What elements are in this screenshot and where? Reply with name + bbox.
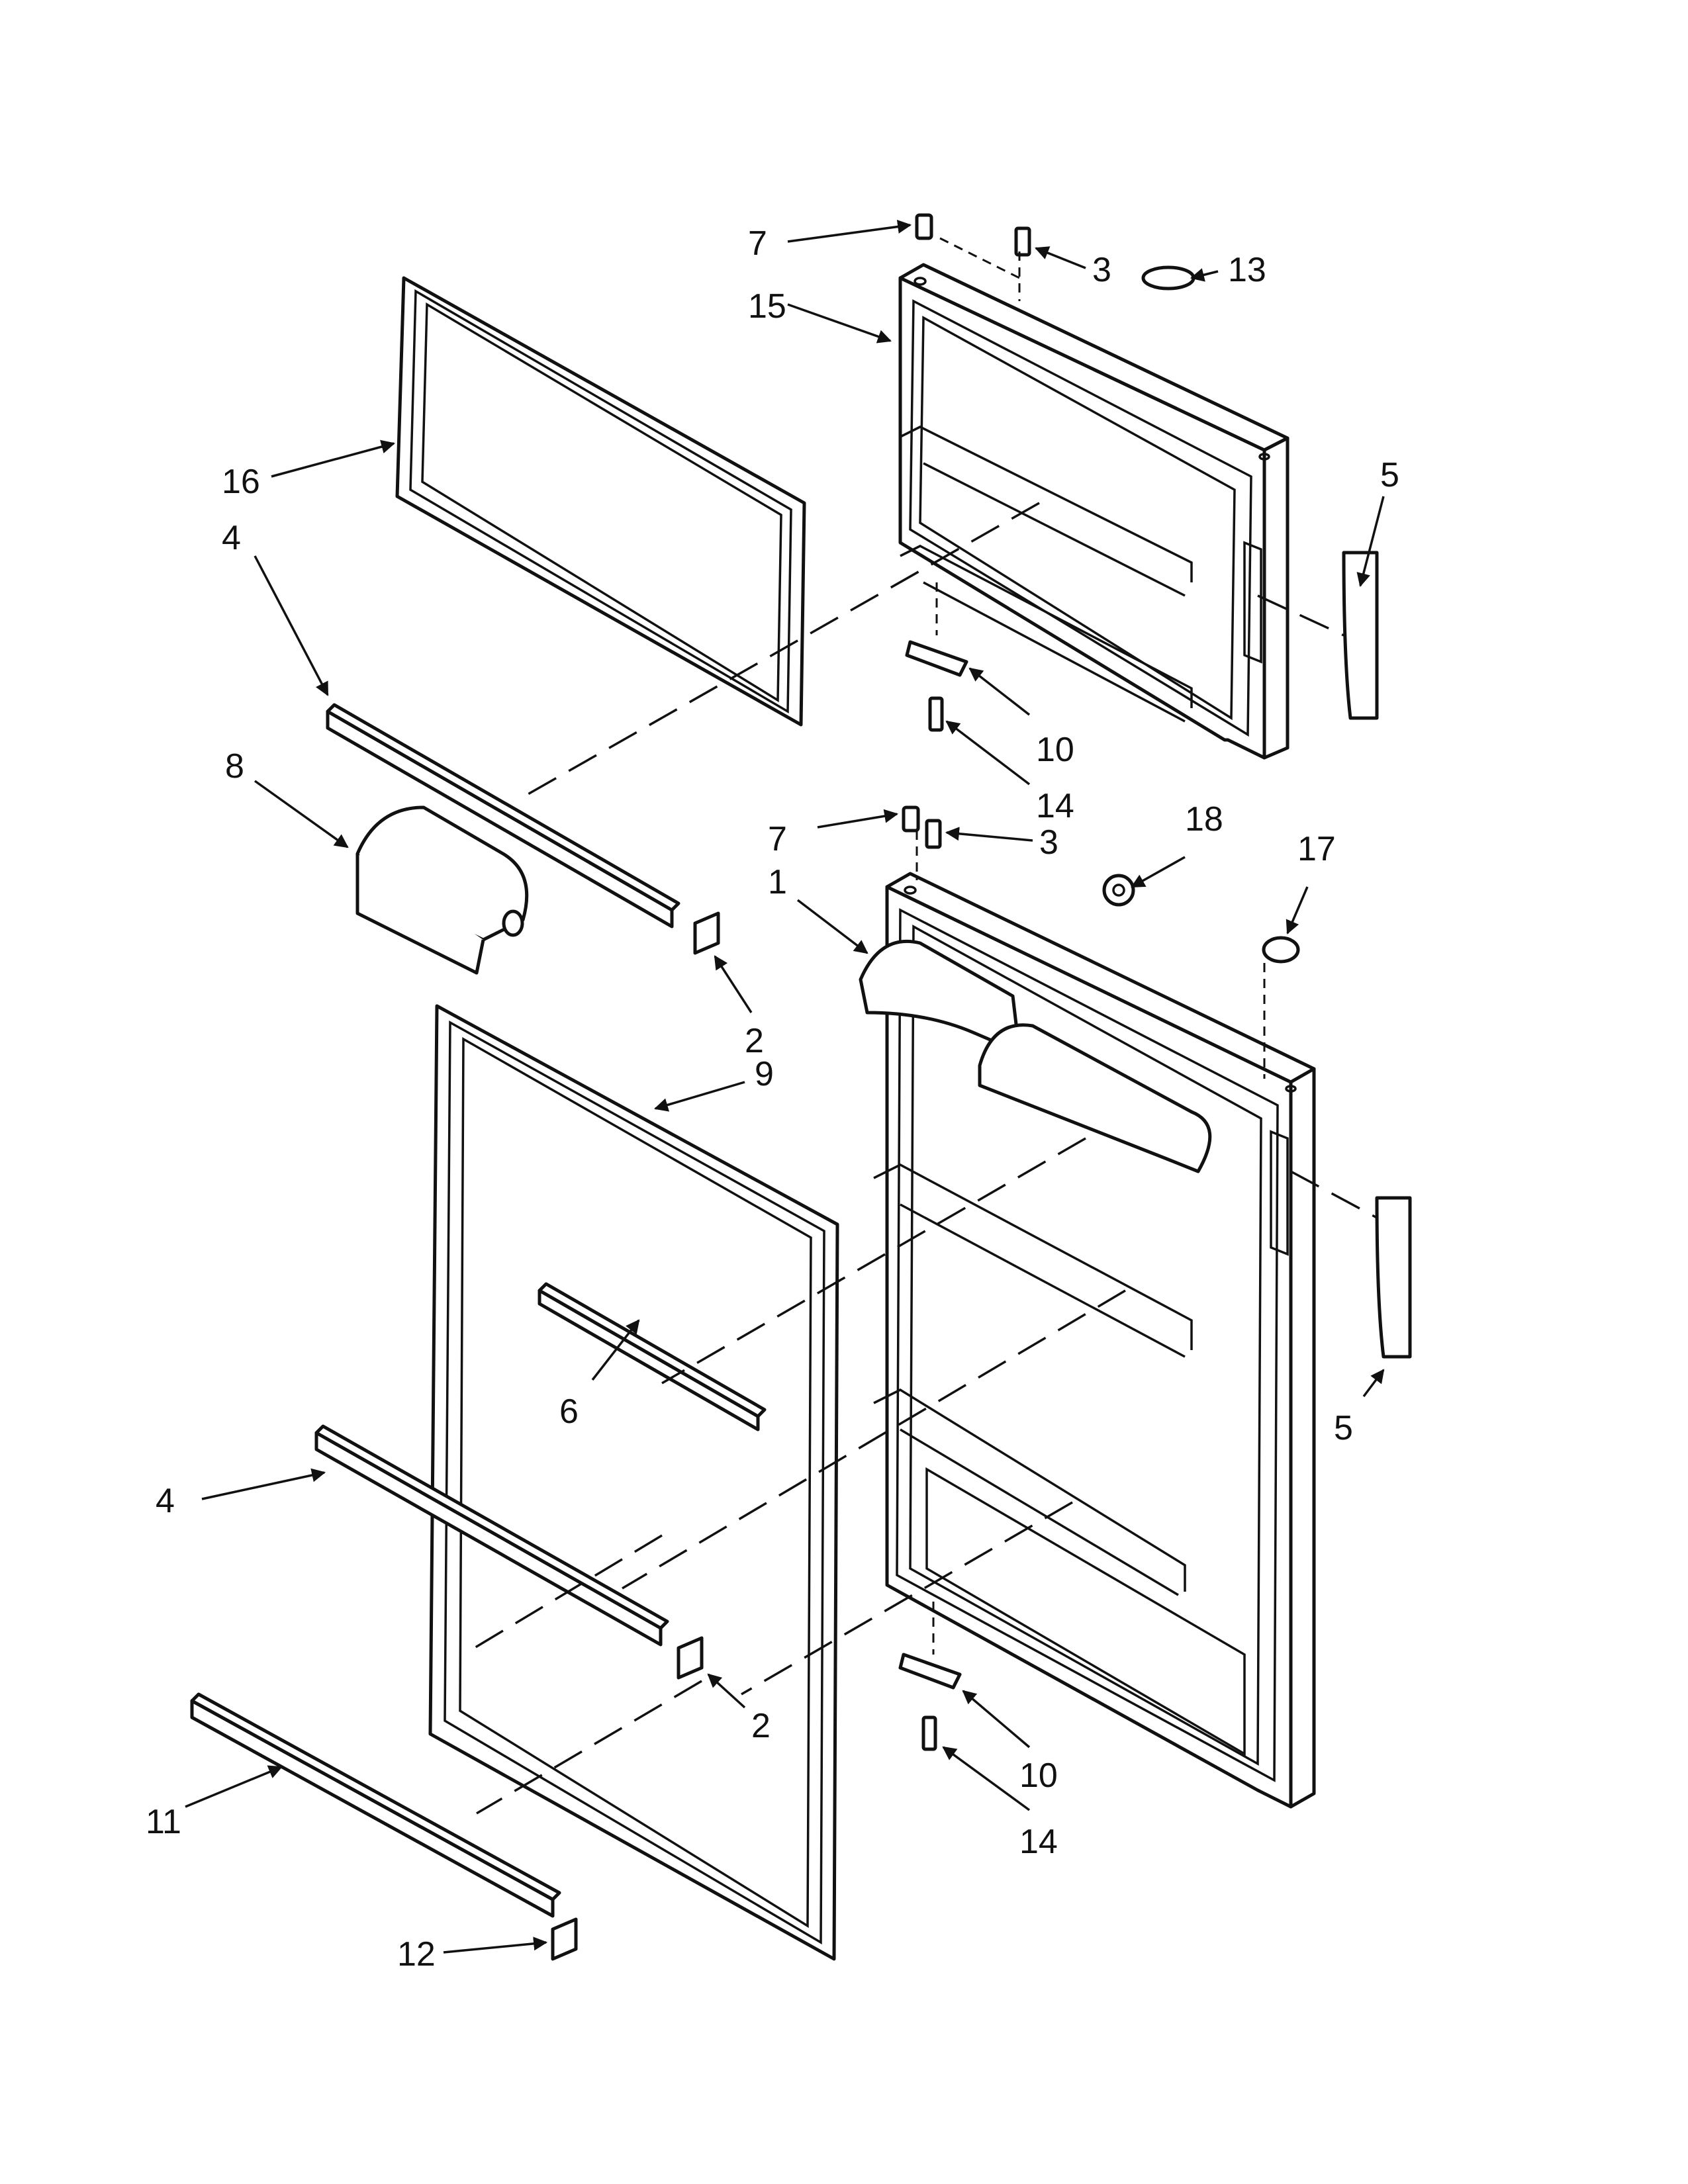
callout-15: 15 xyxy=(748,287,786,326)
callout-14-upper: 14 xyxy=(1036,787,1074,825)
callout-17: 17 xyxy=(1297,830,1336,868)
callout-16: 16 xyxy=(222,463,260,501)
callout-2-lower: 2 xyxy=(751,1707,771,1745)
assembly-lines xyxy=(463,237,1378,1815)
hole-plug xyxy=(1262,936,1300,964)
gasket-seal-ring xyxy=(1141,265,1196,291)
callout-4-upper: 4 xyxy=(222,519,241,557)
door-trim-lower xyxy=(314,1424,669,1647)
callout-3-upper: 3 xyxy=(1092,251,1111,289)
hinge-bracket-lower xyxy=(898,1653,962,1690)
callout-4-lower: 4 xyxy=(156,1482,175,1520)
callout-18: 18 xyxy=(1185,800,1223,839)
leader-lines xyxy=(185,220,1385,1954)
callout-2-upper: 2 xyxy=(745,1022,764,1060)
callout-9: 9 xyxy=(755,1055,774,1093)
freezer-handle xyxy=(1342,551,1379,720)
cam-18 xyxy=(1102,874,1135,907)
callout-12: 12 xyxy=(397,1935,436,1974)
callout-7-upper: 7 xyxy=(748,224,767,263)
shelf-trim xyxy=(538,1282,767,1432)
refrigerator-door-gasket xyxy=(428,1004,839,1961)
hinge-pin-lower xyxy=(925,819,942,849)
callout-10-upper: 10 xyxy=(1036,731,1074,769)
freezer-door-gasket xyxy=(395,276,806,727)
trim-end-cap-lower xyxy=(677,1636,704,1680)
callout-13: 13 xyxy=(1228,251,1266,289)
callout-11: 11 xyxy=(146,1803,181,1841)
callout-7-lower: 7 xyxy=(768,820,787,858)
trim-end-cap-upper xyxy=(693,911,720,955)
bottom-trim-end-cap xyxy=(551,1917,578,1961)
hinge-screw-upper xyxy=(928,696,944,732)
door-stop-pin-lower xyxy=(902,805,920,833)
freezer-door xyxy=(898,263,1289,760)
callout-10-lower: 10 xyxy=(1019,1756,1058,1795)
callout-14-lower: 14 xyxy=(1019,1823,1058,1861)
callout-5-upper: 5 xyxy=(1380,456,1399,494)
door-stop-pin-upper xyxy=(915,213,933,240)
hinge-screw-lower xyxy=(921,1715,937,1751)
callout-1: 1 xyxy=(768,863,787,901)
hinge-bracket-upper xyxy=(905,640,968,677)
callout-5-lower: 5 xyxy=(1334,1409,1353,1447)
callout-3-lower: 3 xyxy=(1039,823,1058,862)
bottom-trim xyxy=(190,1692,561,1918)
hinge-pin-upper xyxy=(1014,226,1031,257)
callout-labels: 7 3 13 15 16 5 4 10 14 8 7 3 18 1 17 2 9… xyxy=(146,224,1399,1974)
callout-8: 8 xyxy=(225,747,244,786)
refrigerator-door xyxy=(859,872,1316,1809)
callout-6: 6 xyxy=(559,1392,579,1431)
dairy-compartment-door xyxy=(355,805,529,975)
door-trim-upper xyxy=(326,703,680,929)
refrigerator-handle xyxy=(1375,1196,1412,1359)
